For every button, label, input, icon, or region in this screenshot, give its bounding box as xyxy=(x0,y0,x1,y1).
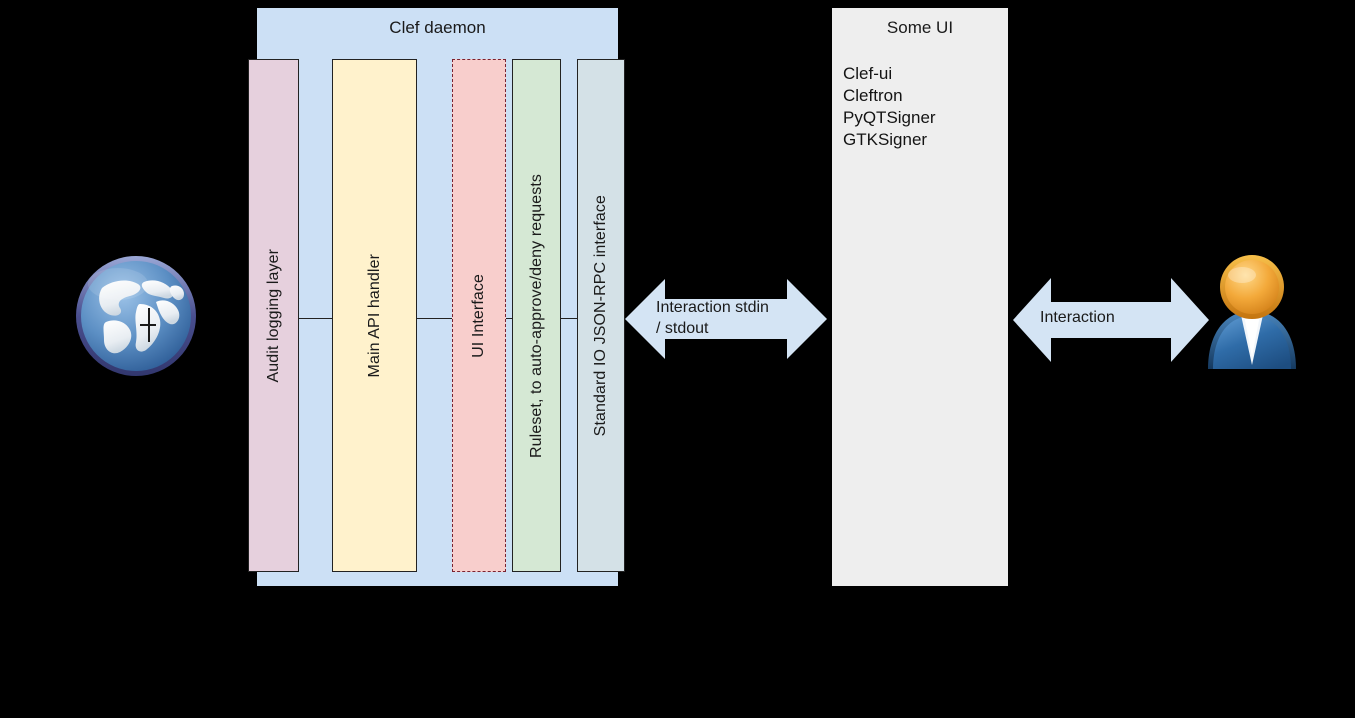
connector-api-ui xyxy=(416,318,453,319)
list-item: Clef-ui xyxy=(843,64,893,83)
lane-audit-logging-layer[interactable]: Audit logging layer xyxy=(248,59,299,572)
bidirectional-arrow-icon xyxy=(625,279,827,359)
globe-icon xyxy=(72,252,200,380)
lane-stdio-label: Standard IO JSON-RPC interface xyxy=(592,194,609,437)
lane-main-api-handler[interactable]: Main API handler xyxy=(332,59,417,572)
some-ui-container xyxy=(832,8,1008,586)
some-ui-list: Clef-ui Cleftron PyQTSigner GTKSigner xyxy=(843,63,1003,151)
bidirectional-arrow-icon xyxy=(1013,278,1209,362)
clef-daemon-title: Clef daemon xyxy=(389,18,486,37)
lane-ruleset-label: Ruleset, to auto-approve/deny requests xyxy=(527,173,545,458)
stdio-arrow xyxy=(625,278,827,360)
interaction-arrow xyxy=(1013,270,1209,370)
connector-ruleset-stdio xyxy=(560,318,578,319)
lane-standard-io-jsonrpc[interactable]: Standard IO JSON-RPC interface xyxy=(577,59,625,572)
user-icon xyxy=(1202,253,1302,371)
list-item: GTKSigner xyxy=(843,130,928,149)
connector-ui-ruleset xyxy=(505,318,513,319)
stdio-arrow-label: Interaction stdin / stdout xyxy=(656,299,769,337)
clef-daemon-container xyxy=(257,8,618,586)
lane-api-label: Main API handler xyxy=(365,253,383,378)
list-item: PyQTSigner xyxy=(843,108,936,127)
lane-ruleset[interactable]: Ruleset, to auto-approve/deny requests xyxy=(512,59,561,572)
lane-ui-label: UI Interface xyxy=(470,273,487,358)
some-ui-title: Some UI xyxy=(886,18,954,37)
list-item: Cleftron xyxy=(843,86,903,105)
interaction-arrow-label: Interaction xyxy=(1040,309,1115,326)
lane-ui-interface[interactable]: UI Interface xyxy=(452,59,506,572)
connector-audit-api xyxy=(298,318,333,319)
lane-audit-label: Audit logging layer xyxy=(264,248,282,383)
